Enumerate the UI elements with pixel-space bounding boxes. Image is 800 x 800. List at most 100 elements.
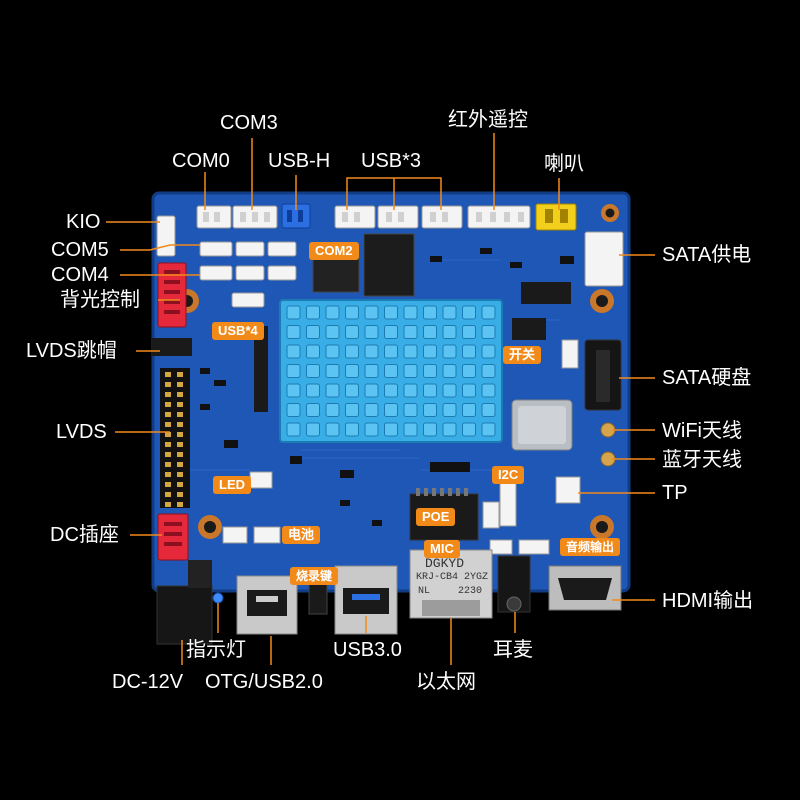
heatsink-fins (286, 305, 496, 437)
heatsink-fin (462, 305, 476, 320)
label-usb-3x: USB*3 (361, 150, 422, 172)
heatsink-fin (286, 325, 301, 339)
heatsink-fin (423, 403, 437, 417)
heatsink-fin (364, 403, 379, 417)
mic-connector (489, 539, 513, 555)
dc-red-connector (157, 513, 189, 561)
heatsink-fin (306, 383, 320, 398)
heatsink-fin (423, 305, 437, 320)
dc-jack (156, 585, 213, 645)
tag-audio-out: 音频输出 (560, 538, 621, 556)
heatsink-fin (423, 364, 437, 378)
heatsink-fin (462, 383, 476, 398)
label-tp: TP (662, 482, 688, 504)
heatsink-fin (384, 305, 398, 320)
heatsink-fin (364, 364, 379, 378)
audio-out-connector (518, 539, 550, 555)
heatsink-fin (384, 364, 398, 378)
lvds-pin (165, 492, 171, 497)
ethernet-jack-line3-left: NL (418, 586, 431, 597)
tag-mic: MIC (424, 540, 460, 558)
label-wifi-antenna: WiFi天线 (662, 420, 742, 442)
com2-chip (312, 257, 360, 293)
heatsink-fin (442, 344, 457, 359)
label-lvds: LVDS (56, 421, 107, 443)
label-com5: COM5 (51, 239, 109, 261)
heatsink-fin (345, 305, 359, 320)
cpu-chip (363, 233, 415, 297)
heatsink-fin (462, 344, 476, 359)
heatsink-fin (306, 325, 320, 339)
label-com3: COM3 (220, 112, 278, 134)
heatsink-fin (345, 325, 359, 339)
heatsink-fin (442, 325, 457, 339)
lvds-pin (165, 392, 171, 397)
heatsink-fin (462, 364, 476, 378)
sata-power-connector (584, 231, 624, 287)
lvds-pin (165, 462, 171, 467)
heatsink-fin (364, 305, 379, 320)
heatsink-fin (306, 403, 320, 417)
label-sata-disk: SATA硬盘 (662, 367, 752, 389)
tag-usb4: USB*4 (212, 322, 264, 340)
label-dc-12v: DC-12V (112, 671, 184, 693)
heatsink-fin (306, 344, 320, 359)
lvds-pin (177, 412, 183, 417)
label-bt-antenna: 蓝牙天线 (662, 449, 742, 471)
lvds-pin (165, 382, 171, 387)
heatsink-fin (325, 403, 340, 417)
tag-i2c: I2C (492, 466, 525, 484)
tag-battery: 电池 (282, 526, 321, 544)
label-usb3: USB3.0 (333, 639, 402, 661)
slot-left (254, 326, 268, 412)
label-speaker: 喇叭 (544, 153, 584, 175)
lvds-pin (177, 502, 183, 507)
led-connector (249, 471, 273, 489)
heatsink-fin (286, 305, 301, 320)
heatsink-fin (286, 364, 301, 378)
ethernet-jack-line2: KRJ-CB4 2YGZ (416, 572, 489, 583)
com4-connector (199, 265, 233, 281)
label-lvds-jumper: LVDS跳帽 (26, 340, 117, 362)
label-usb-h: USB-H (268, 150, 331, 172)
label-hdmi-out: HDMI输出 (662, 590, 754, 612)
lvds-pin (165, 372, 171, 377)
label-kio: KIO (66, 211, 101, 233)
lvds-pin (177, 442, 183, 447)
ethernet-jack-line1: DGKYD (425, 556, 465, 571)
heatsink-fin (345, 364, 359, 378)
lvds-pin (177, 462, 183, 467)
heatsink-fin (384, 344, 398, 359)
heatsink-fin (403, 305, 418, 320)
lvds-pin (165, 452, 171, 457)
heatsink-fin (384, 422, 398, 437)
heatsink-fin (345, 383, 359, 398)
heatsink-fin (481, 364, 496, 378)
heatsink-fin (325, 383, 340, 398)
heatsink-fin (442, 422, 457, 437)
heatsink-fin (442, 403, 457, 417)
tag-com2: COM2 (309, 242, 359, 260)
heatsink-fin (403, 364, 418, 378)
connector-pins (203, 212, 524, 222)
lvds-pin (177, 392, 183, 397)
lvds-pin (165, 432, 171, 437)
lvds-pin (165, 412, 171, 417)
heatsink-fin (423, 383, 437, 398)
lvds-pin (165, 402, 171, 407)
label-com4: COM4 (51, 264, 109, 286)
kio-connector (156, 215, 176, 257)
heatsink-fin (364, 325, 379, 339)
heatsink-fin (403, 422, 418, 437)
heatsink-fin (325, 344, 340, 359)
lvds-pin (165, 502, 171, 507)
lvds-pin (177, 472, 183, 477)
label-headset: 耳麦 (493, 639, 533, 661)
heatsink-fin (384, 325, 398, 339)
label-com0: COM0 (172, 150, 230, 172)
heatsink-fin (442, 383, 457, 398)
poe-connector (482, 501, 500, 529)
heatsink-fin (481, 422, 496, 437)
label-ir-remote: 红外遥控 (448, 109, 528, 131)
